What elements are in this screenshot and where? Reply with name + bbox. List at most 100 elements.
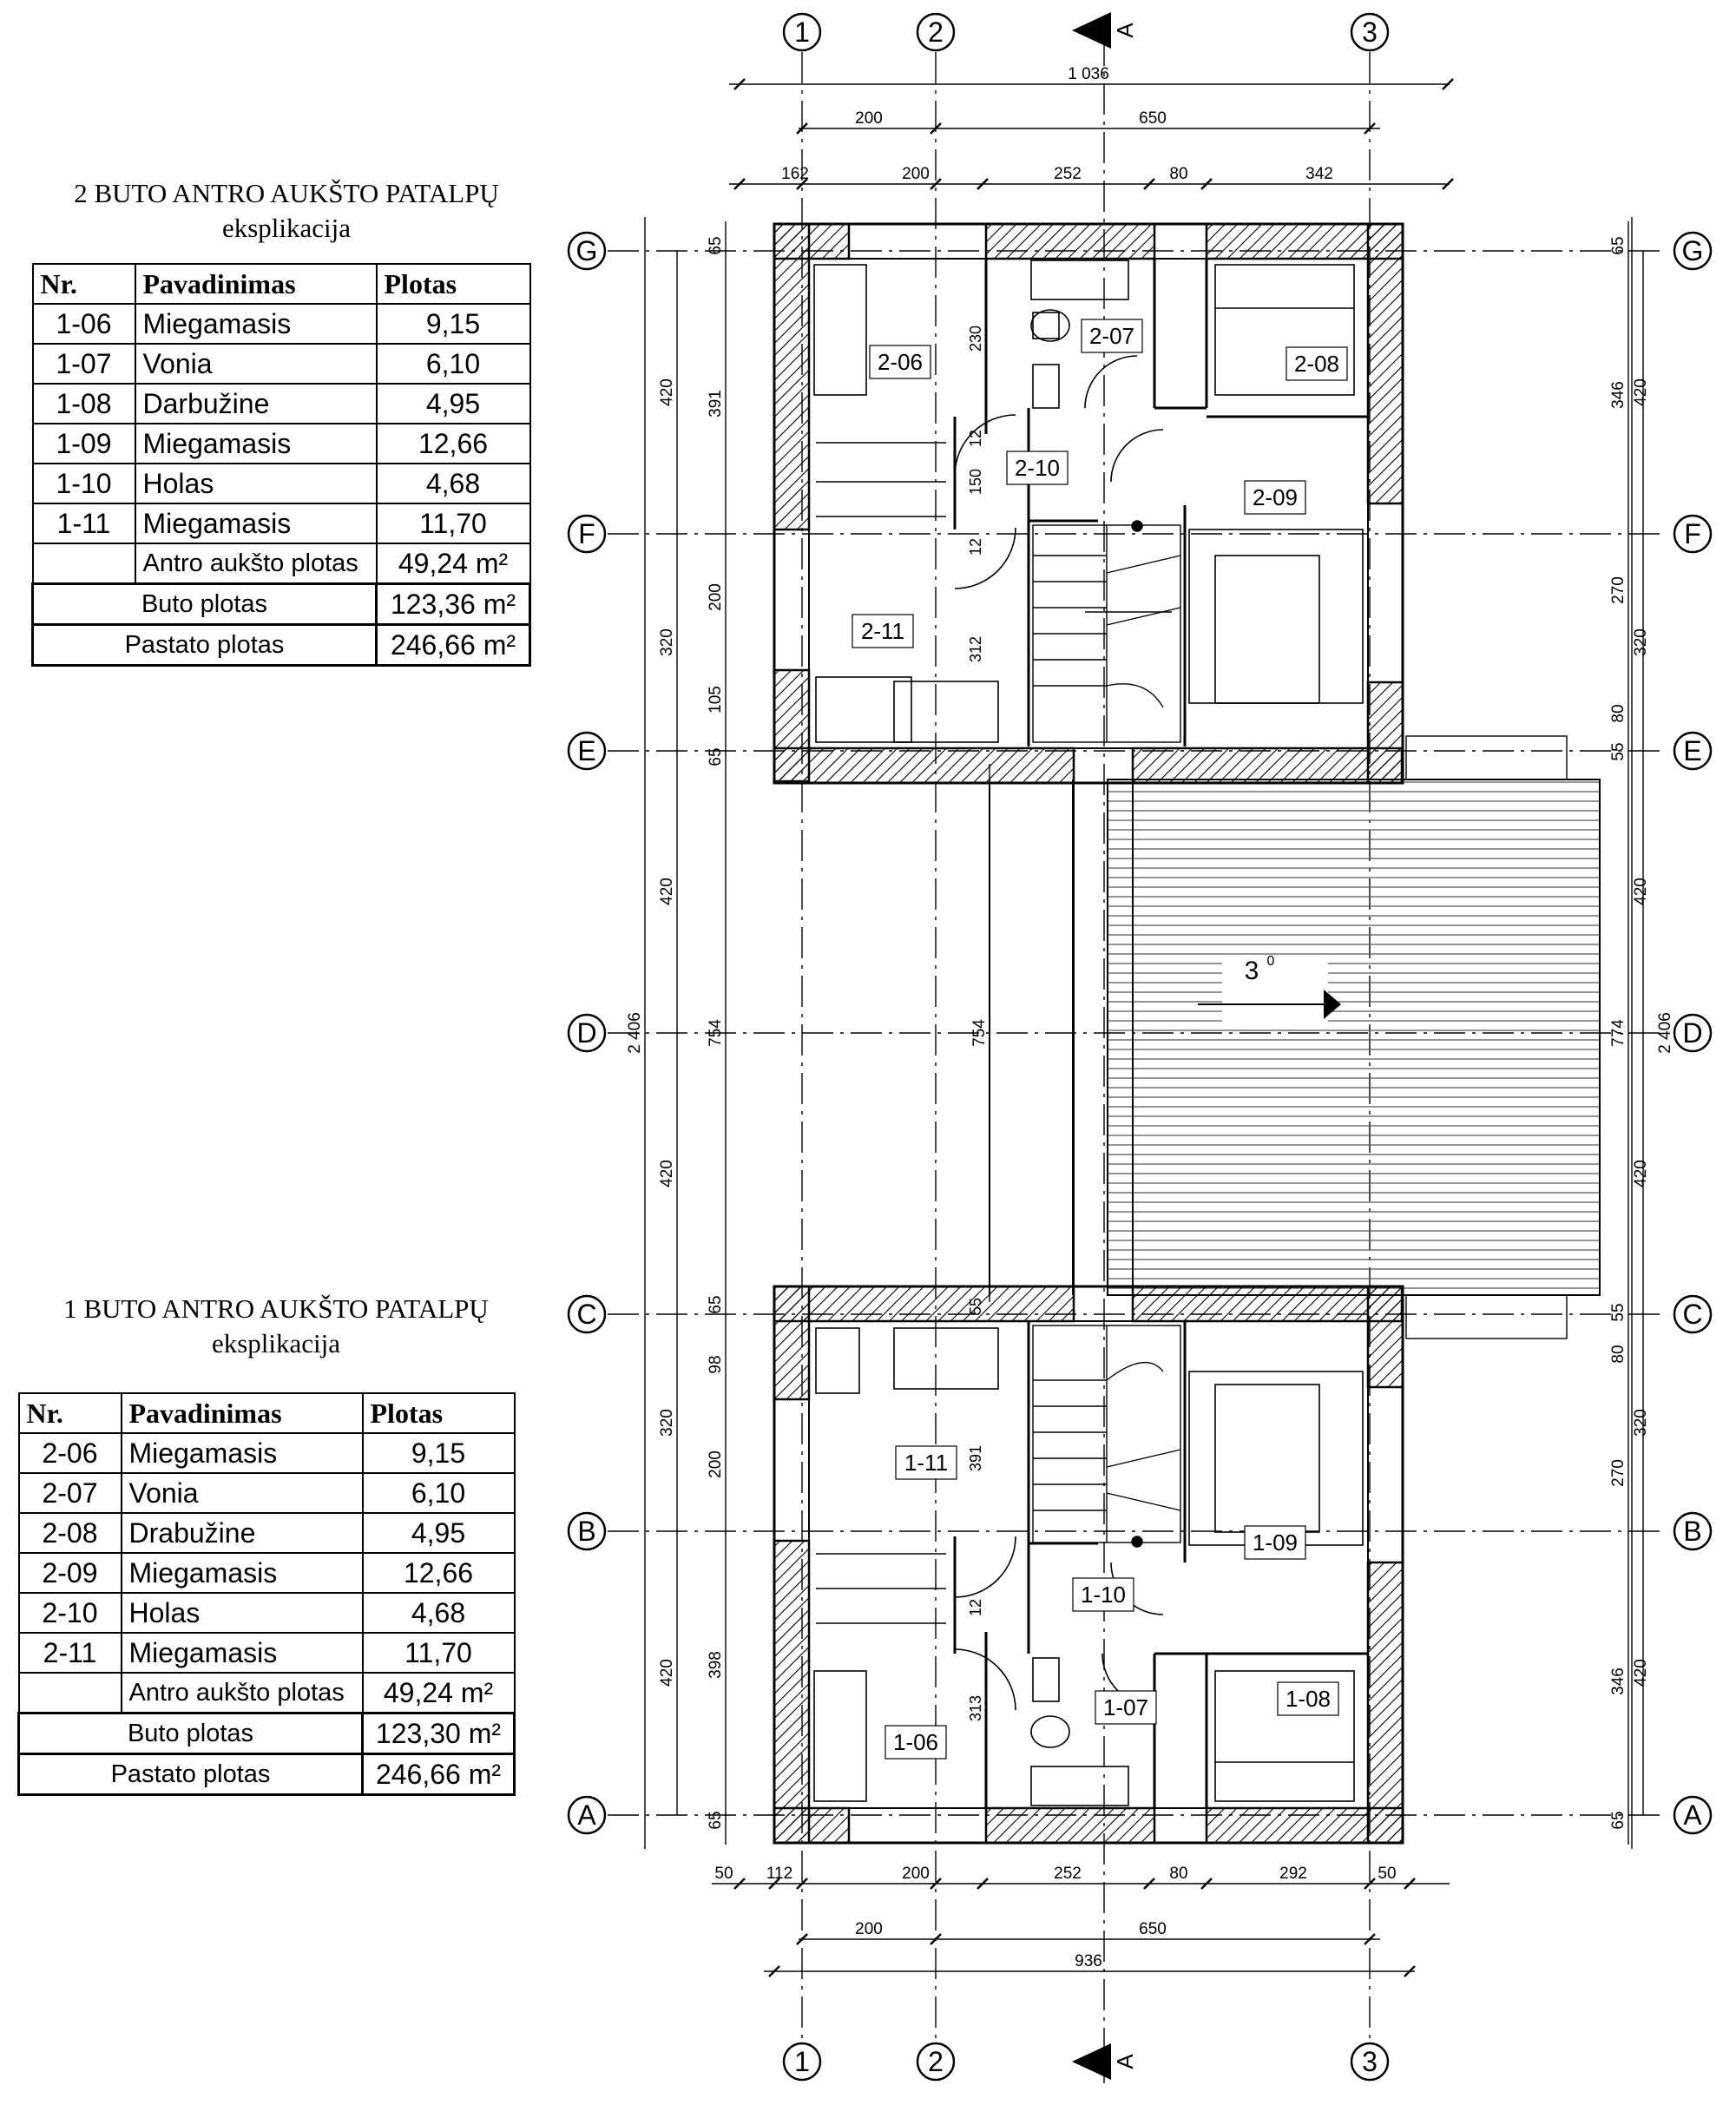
apartment-area-label: Buto plotas (17, 1712, 364, 1755)
building-area-label: Pastato plotas (31, 623, 378, 667)
svg-text:1: 1 (794, 16, 810, 48)
svg-text:80: 80 (1609, 1345, 1628, 1363)
svg-text:65: 65 (707, 236, 725, 254)
svg-text:E: E (1683, 735, 1701, 766)
svg-text:650: 650 (1139, 109, 1167, 128)
table-header-row: Nr. Pavadinimas Plotas (17, 1392, 516, 1434)
floor-area-label: Antro aukšto plotas (134, 543, 378, 585)
connecting-walls (1073, 783, 1134, 1286)
room-name: Vonia (134, 343, 378, 385)
header-nr: Nr. (17, 1392, 122, 1434)
svg-text:313: 313 (967, 1695, 984, 1721)
bottom-dimension-labels: 50 112 200 252 80 292 50 200 650 936 (714, 1865, 1396, 1970)
room-area: 12,66 (361, 1552, 516, 1594)
svg-text:A: A (1112, 23, 1138, 38)
svg-text:774: 774 (1609, 1019, 1628, 1047)
axis-bubble-F-right: F (1673, 514, 1713, 554)
room-name: Miegamasis (134, 423, 378, 464)
roof-area (989, 735, 1601, 1339)
table-row: 1-09 Miegamasis 12,66 (31, 423, 531, 464)
upper-explication: 2 BUTO ANTRO AUKŠTO PATALPŲ eksplikacija… (26, 178, 547, 673)
room-label: 1-10 (1081, 1582, 1126, 1608)
svg-text:A: A (1683, 1799, 1702, 1831)
room-nr: 1-10 (31, 463, 136, 504)
right-dimensions (1628, 217, 1644, 1849)
axis-bubble-B-right: B (1673, 1511, 1713, 1551)
axis-bubble-B-left: B (567, 1511, 607, 1551)
axis-bubble-C-left: C (567, 1294, 607, 1334)
upper-room-table: Nr. Pavadinimas Plotas 1-06 Miegamasis 9… (31, 263, 531, 667)
header-nr: Nr. (31, 263, 136, 305)
lower-room-table: Nr. Pavadinimas Plotas 2-06 Miegamasis 9… (17, 1392, 516, 1796)
svg-text:12: 12 (967, 1599, 984, 1616)
floor-area-value: 49,24 m² (375, 543, 531, 585)
upper-stair (1032, 520, 1181, 743)
axis-bubble-1-bottom: 1 (782, 2042, 822, 2082)
svg-text:12: 12 (967, 430, 984, 447)
svg-text:65: 65 (707, 747, 725, 766)
dim-overall-top: 1 036 (1068, 65, 1109, 83)
room-area: 12,66 (375, 423, 531, 464)
svg-text:D: D (1682, 1017, 1702, 1049)
room-nr: 2-11 (17, 1632, 122, 1674)
room-name: Miegamasis (120, 1552, 364, 1594)
svg-text:200: 200 (855, 109, 883, 128)
room-area: 6,10 (375, 343, 531, 385)
header-area: Plotas (375, 263, 531, 305)
svg-text:346: 346 (1609, 1668, 1628, 1695)
axis-bubble-A-left: A (567, 1795, 607, 1835)
svg-text:200: 200 (902, 1865, 930, 1883)
table-row: 1-07 Vonia 6,10 (31, 343, 531, 385)
upper-room-labels: 2-06 2-07 2-08 2-10 2-09 2-11 (852, 319, 1348, 648)
floor-area-value: 49,24 m² (361, 1672, 516, 1714)
room-area: 11,70 (361, 1632, 516, 1674)
blank-cell (31, 543, 136, 585)
svg-text:55: 55 (967, 1298, 984, 1315)
table-row: 1-11 Miegamasis 11,70 (31, 503, 531, 544)
slope-arrow: 3 0 (1198, 954, 1341, 1024)
bottom-dimensions (712, 1878, 1450, 1977)
room-name: Miegamasis (120, 1632, 364, 1674)
svg-text:342: 342 (1305, 165, 1333, 183)
roof-slope-label: 3 (1245, 957, 1259, 985)
svg-text:F: F (1684, 518, 1701, 549)
svg-text:80: 80 (1609, 704, 1628, 722)
room-label: 2-10 (1015, 455, 1060, 481)
room-nr: 2-08 (17, 1512, 122, 1554)
lower-stair (1032, 1325, 1181, 1548)
apartment-area-value: 123,36 m² (375, 582, 531, 626)
svg-text:50: 50 (1378, 1865, 1396, 1883)
svg-text:2 406: 2 406 (1656, 1012, 1674, 1054)
left-dimension-labels: 2 406 420 320 420 420 320 420 65 391 200… (626, 236, 989, 1829)
room-label: 1-07 (1103, 1694, 1148, 1720)
room-name: Drabužine (120, 1512, 364, 1554)
svg-text:105: 105 (707, 686, 725, 714)
svg-text:320: 320 (658, 628, 676, 656)
axis-bubble-G-right: G (1673, 231, 1713, 271)
upper-unit: 2-06 2-07 2-08 2-10 2-09 2-11 230 12 150… (773, 222, 1404, 785)
svg-text:G: G (1682, 235, 1704, 266)
svg-text:200: 200 (902, 165, 930, 183)
blank-cell (17, 1672, 122, 1714)
table-row: 2-09 Miegamasis 12,66 (17, 1552, 516, 1594)
svg-text:55: 55 (1609, 742, 1628, 760)
axis-bubble-2-top: 2 (916, 12, 956, 52)
building-area-row: Pastato plotas 246,66 m² (17, 1753, 516, 1796)
floor-area-row: Antro aukšto plotas 49,24 m² (17, 1672, 516, 1714)
room-label: 1-06 (893, 1729, 938, 1755)
table-row: 2-07 Vonia 6,10 (17, 1472, 516, 1514)
table-row: 1-06 Miegamasis 9,15 (31, 303, 531, 345)
svg-text:55: 55 (1609, 1303, 1628, 1321)
room-name: Holas (134, 463, 378, 504)
svg-text:A: A (577, 1799, 596, 1831)
svg-text:200: 200 (707, 583, 725, 611)
svg-text:420: 420 (658, 878, 676, 905)
room-nr: 2-07 (17, 1472, 122, 1514)
table-row: 1-10 Holas 4,68 (31, 463, 531, 504)
axis-bubble-2-bottom: 2 (916, 2042, 956, 2082)
svg-text:391: 391 (967, 1445, 984, 1471)
svg-text:65: 65 (707, 1811, 725, 1829)
svg-text:2 406: 2 406 (626, 1012, 644, 1054)
svg-text:292: 292 (1279, 1865, 1307, 1883)
axis-bubble-1-top: 1 (782, 12, 822, 52)
